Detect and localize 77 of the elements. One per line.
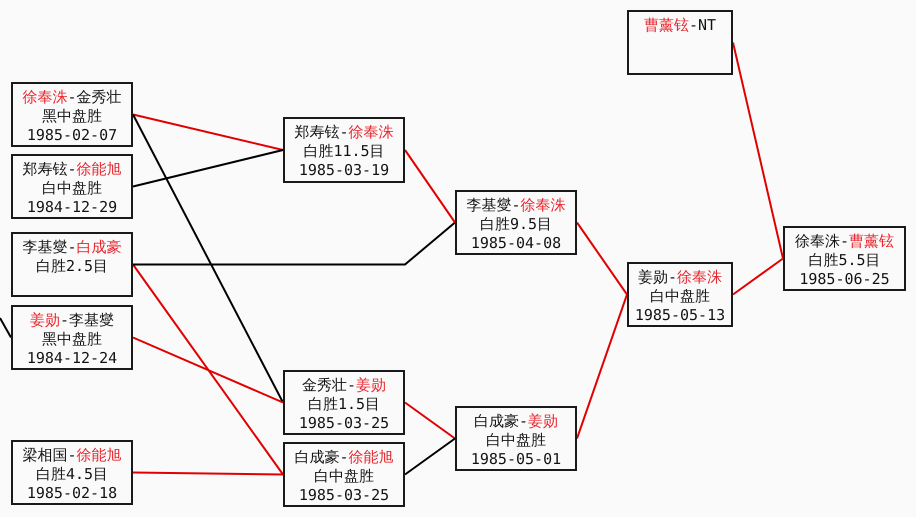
player-name: 白成豪- — [474, 412, 528, 430]
match-box — [283, 117, 405, 183]
game-date: 1985-04-08 — [470, 234, 562, 252]
game-date: 1985-05-13 — [634, 306, 726, 324]
match-box — [783, 226, 906, 291]
game-result: 白中盘胜 — [42, 179, 102, 197]
match-box — [11, 232, 133, 297]
bracket-line — [404, 149, 456, 224]
bracket-line — [132, 336, 284, 404]
player-name: 姜勋 — [30, 311, 60, 329]
game-result: 白胜11.5目 — [303, 142, 385, 160]
player-name: 姜勋 — [528, 412, 558, 430]
bracket-line — [133, 222, 456, 266]
player-name: 曹薰铉 — [849, 232, 894, 250]
bracket-line — [732, 258, 784, 296]
player-name: 徐奉洙- — [794, 232, 850, 250]
match-box — [455, 190, 577, 255]
player-name: -李基燮 — [60, 311, 114, 329]
player-name: 姜勋 — [356, 376, 386, 394]
game-result: 白胜2.5目 — [36, 257, 108, 275]
bracket-line — [0, 318, 12, 338]
game-result: 黑中盘胜 — [42, 330, 102, 348]
game-result: 白胜9.5目 — [480, 215, 552, 233]
bracket-line — [404, 402, 456, 440]
match-box — [627, 10, 733, 75]
game-date: 1985-06-25 — [799, 270, 890, 288]
game-result: 白中盘胜 — [650, 287, 710, 305]
game-date: 1985-02-07 — [26, 126, 118, 144]
player-name: 曹薰铉 — [644, 16, 689, 34]
player-name: 徐能旭 — [76, 160, 122, 178]
game-date: 1985-03-25 — [298, 486, 390, 504]
player-name: 郑寿铉- — [294, 123, 349, 141]
bracket-line — [576, 294, 628, 439]
bracket-line — [132, 472, 284, 476]
game-result: 黑中盘胜 — [42, 107, 102, 125]
player-name: 徐奉洙 — [22, 88, 68, 106]
match-box — [11, 440, 133, 505]
player-name: -金秀壮 — [67, 88, 122, 106]
player-name: -NT — [688, 16, 716, 34]
game-result: 白中盘胜 — [314, 467, 374, 485]
game-date: 1984-12-29 — [26, 198, 118, 216]
player-name: 郑寿铉- — [22, 160, 77, 178]
player-name: 李基燮- — [22, 238, 77, 256]
bracket-line — [132, 114, 284, 151]
bracket-line — [132, 149, 284, 188]
game-result: 白中盘胜 — [486, 431, 546, 449]
bracket-line — [404, 438, 456, 476]
match-box — [283, 442, 405, 507]
match-box — [455, 406, 577, 471]
player-name: 徐奉洙 — [520, 196, 566, 214]
bracket-line — [732, 42, 784, 259]
bracket-line — [132, 114, 284, 403]
player-name: 李基燮- — [466, 196, 521, 214]
game-result: 白胜1.5目 — [308, 395, 380, 413]
player-name: 白成豪 — [76, 238, 122, 256]
player-name: 徐奉洙 — [677, 268, 722, 286]
player-name: 徐奉洙 — [348, 123, 394, 141]
game-date: 1985-05-01 — [470, 450, 562, 468]
bracket-line — [132, 264, 284, 476]
player-name: 姜勋- — [638, 268, 678, 286]
match-box — [11, 82, 133, 147]
game-result: 白胜5.5目 — [808, 251, 881, 269]
game-date: 1985-03-19 — [298, 161, 390, 179]
bracket-line — [576, 222, 628, 296]
player-name: 徐能旭 — [76, 446, 122, 464]
match-box — [627, 262, 733, 327]
match-box — [11, 305, 133, 370]
game-date: 1984-12-24 — [26, 349, 118, 367]
game-date: 1985-02-18 — [26, 484, 118, 502]
player-name: 金秀壮- — [302, 376, 356, 394]
player-name: 白成豪- — [294, 448, 349, 466]
game-date: 1985-03-25 — [298, 414, 390, 432]
player-name: 徐能旭 — [348, 448, 394, 466]
match-box — [11, 154, 133, 219]
game-result: 白胜4.5目 — [36, 465, 108, 483]
player-name: 梁相国- — [22, 446, 77, 464]
match-box — [283, 370, 405, 435]
